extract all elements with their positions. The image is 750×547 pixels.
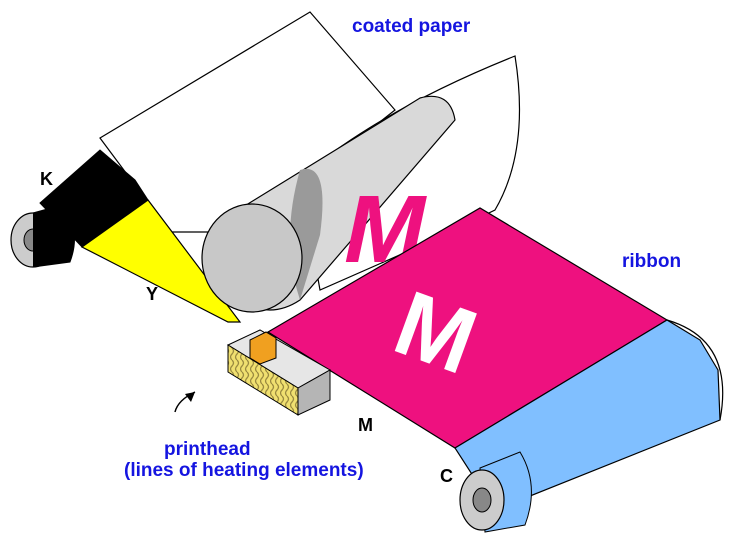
ribbon-yellow-panel (80, 199, 242, 323)
printhead-heater-elements (249, 331, 277, 365)
label-printhead-detail: (lines of heating elements) (124, 460, 364, 481)
label-panel-y: Y (146, 284, 159, 304)
label-panel-c: C (440, 466, 453, 486)
arrow-icon (174, 391, 196, 413)
printhead-heating-face (227, 344, 299, 416)
label-panel-k: K (40, 169, 53, 189)
cyan-ribbon-curl (666, 319, 724, 421)
takeup-roll-core (472, 487, 492, 513)
paper-roller-end (201, 203, 303, 313)
label-printhead: printhead (164, 439, 251, 460)
label-coated-paper: coated paper (352, 16, 471, 37)
label-ribbon: ribbon (622, 251, 682, 272)
label-panel-m: M (358, 415, 373, 435)
supply-roll-body (32, 204, 75, 268)
